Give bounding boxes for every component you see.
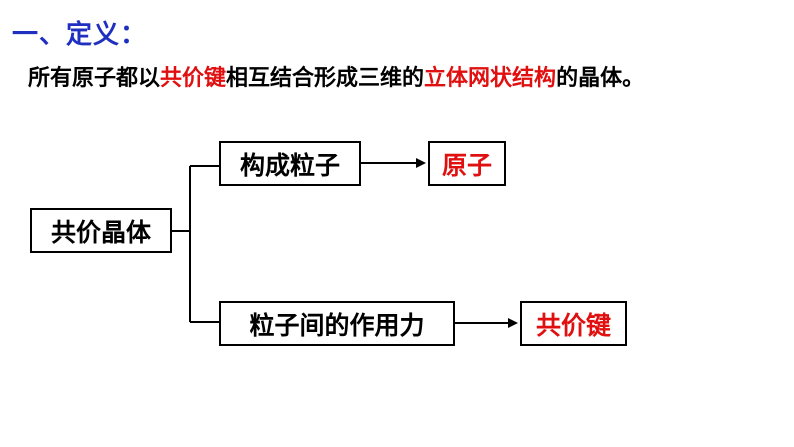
- definition-text: 所有原子都以共价键相互结合形成三维的立体网状结构的晶体。: [28, 60, 644, 92]
- definition-part-3: 的晶体。: [556, 66, 645, 91]
- definition-part-1: 所有原子都以: [28, 66, 161, 91]
- arrow-1-head: [416, 158, 426, 168]
- definition-highlight-covalent-bond: 共价键: [160, 66, 227, 91]
- branch-box-interparticle-force: 粒子间的作用力: [219, 301, 455, 346]
- branch-box-constituent-particles: 构成粒子: [219, 141, 361, 186]
- definition-highlight-network-structure: 立体网状结构: [424, 66, 557, 91]
- result-box-covalent-bond: 共价键: [520, 301, 627, 346]
- section-heading: 一、定义：: [12, 20, 148, 50]
- arrow-2-head: [508, 318, 518, 328]
- root-box-covalent-crystal: 共价晶体: [30, 208, 172, 253]
- definition-part-2: 相互结合形成三维的: [226, 66, 425, 91]
- result-box-atom: 原子: [428, 141, 506, 186]
